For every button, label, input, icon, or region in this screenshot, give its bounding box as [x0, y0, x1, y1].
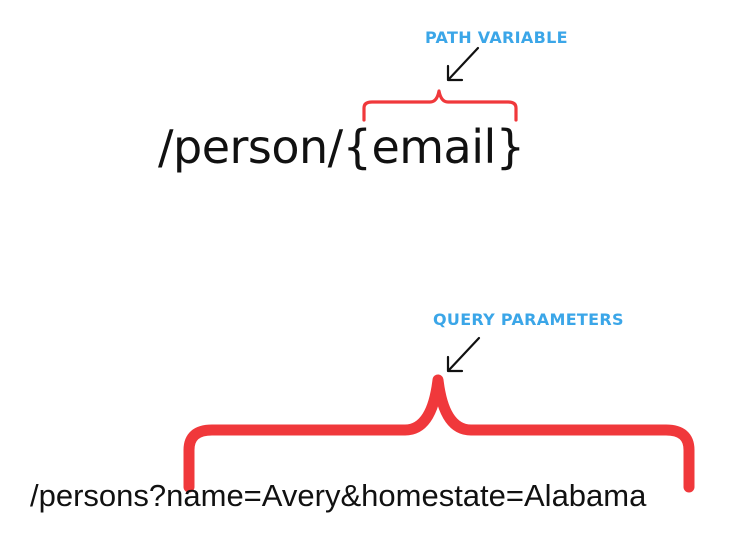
- path-variable-arrow: [446, 46, 480, 82]
- path-variable-label: PATH VARIABLE: [425, 28, 568, 47]
- query-parameters-brace: [183, 374, 695, 493]
- query-parameters-arrow: [446, 336, 481, 373]
- path-variable-url: /person/{email}: [158, 120, 525, 174]
- path-variable-brace: [362, 89, 518, 122]
- query-parameters-url: /persons?name=Avery&homestate=Alabama: [30, 478, 647, 513]
- query-parameters-label: QUERY PARAMETERS: [433, 310, 624, 329]
